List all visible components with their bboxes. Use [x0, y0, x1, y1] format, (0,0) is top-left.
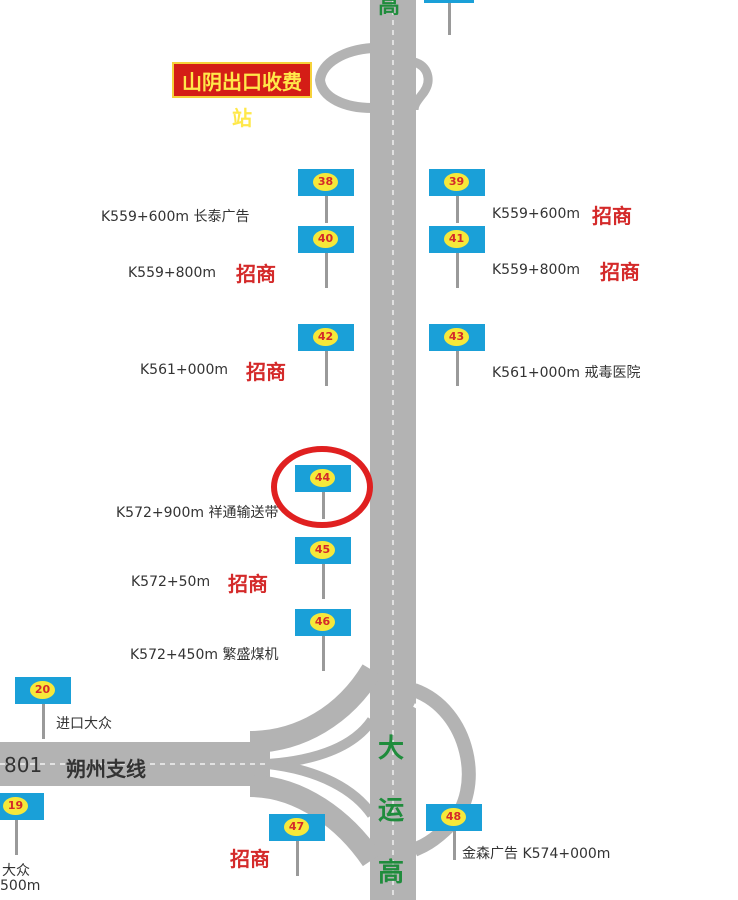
branch-name: 朔州支线	[66, 757, 146, 781]
sign-47-highlight: 招商	[230, 847, 270, 871]
sign-number-badge: 47	[284, 818, 309, 836]
sign-41-label: K559+800m	[492, 262, 580, 278]
sign-pole	[325, 195, 328, 223]
sign-number-badge: 48	[441, 808, 466, 826]
sign-number-badge: 40	[313, 230, 338, 248]
sign-number-badge: 42	[313, 328, 338, 346]
sign-pole-top	[448, 0, 451, 35]
sign-pole	[296, 840, 299, 876]
highway-char-2: 运	[378, 796, 405, 826]
sign-44-label: K572+900m 祥通输送带	[116, 505, 279, 521]
sign-40-highlight: 招商	[236, 262, 276, 286]
billboard-47[interactable]: 47	[269, 814, 325, 841]
highway-char-3: 高	[378, 858, 405, 888]
highlight-circle	[271, 446, 373, 528]
ramp-upper	[249, 664, 382, 753]
sign-number-badge: 39	[444, 173, 469, 191]
highway-name-top: 高	[378, 0, 401, 19]
billboard-19[interactable]: 19	[0, 793, 44, 820]
billboard-39[interactable]: 39	[429, 169, 485, 196]
sign-pole	[325, 350, 328, 386]
toll-ramp-right	[409, 57, 433, 111]
sign-38-label: K559+600m 长泰广告	[101, 209, 250, 225]
billboard-46[interactable]: 46	[295, 609, 351, 636]
sign-43-label: K561+000m 戒毒医院	[492, 365, 641, 381]
sign-19-label: 大众	[2, 863, 30, 879]
sign-number-badge: 41	[444, 230, 469, 248]
loop-inner-gap	[413, 703, 447, 812]
billboard-41[interactable]: 41	[429, 226, 485, 253]
sign-pole	[325, 252, 328, 288]
sign-number-badge: 45	[310, 541, 335, 559]
billboard-48[interactable]: 48	[426, 804, 482, 831]
toll-ramp-left	[314, 43, 373, 113]
highway-char-1: 大	[378, 734, 405, 764]
sign-number-badge: 44	[310, 469, 335, 487]
sign-20-label: 进口大众	[56, 716, 112, 732]
sign-48-label: 金森广告 K574+000m	[462, 846, 611, 862]
billboard-20[interactable]: 20	[15, 677, 71, 704]
sign-board-top-partial	[424, 0, 474, 3]
billboard-40[interactable]: 40	[298, 226, 354, 253]
sign-number-badge: 46	[310, 613, 335, 631]
sign-46-label: K572+450m 繁盛煤机	[130, 647, 279, 663]
sign-number-badge: 43	[444, 328, 469, 346]
billboard-42[interactable]: 42	[298, 324, 354, 351]
toll-station-label: 山阴出口收费站	[172, 62, 312, 130]
sign-pole	[322, 491, 325, 519]
billboard-44[interactable]: 44	[295, 465, 351, 492]
sign-number-badge: 19	[3, 797, 28, 815]
billboard-45[interactable]: 45	[295, 537, 351, 564]
sign-pole	[322, 563, 325, 599]
sign-45-highlight: 招商	[228, 572, 268, 596]
billboard-43[interactable]: 43	[429, 324, 485, 351]
sign-pole	[42, 703, 45, 739]
sign-pole	[456, 195, 459, 223]
sign-number-badge: 38	[313, 173, 338, 191]
billboard-38[interactable]: 38	[298, 169, 354, 196]
sign-41-highlight: 招商	[600, 260, 640, 284]
sign-pole	[453, 830, 456, 860]
sign-42-label: K561+000m	[140, 362, 228, 378]
sign-number-badge: 20	[30, 681, 55, 699]
sign-45-label: K572+50m	[131, 574, 211, 590]
sign-40-label: K559+800m	[128, 265, 216, 281]
sign-19-distance: 500m	[0, 878, 41, 894]
sign-39-highlight: 招商	[592, 204, 632, 228]
sign-pole	[15, 819, 18, 855]
sign-pole	[456, 252, 459, 288]
branch-code: 801	[4, 753, 43, 777]
sign-pole	[322, 635, 325, 671]
ramp-lower	[249, 775, 382, 867]
sign-pole	[456, 350, 459, 386]
ramp-inner-lower	[267, 759, 377, 818]
sign-42-highlight: 招商	[246, 360, 286, 384]
sign-39-label: K559+600m	[492, 206, 580, 222]
